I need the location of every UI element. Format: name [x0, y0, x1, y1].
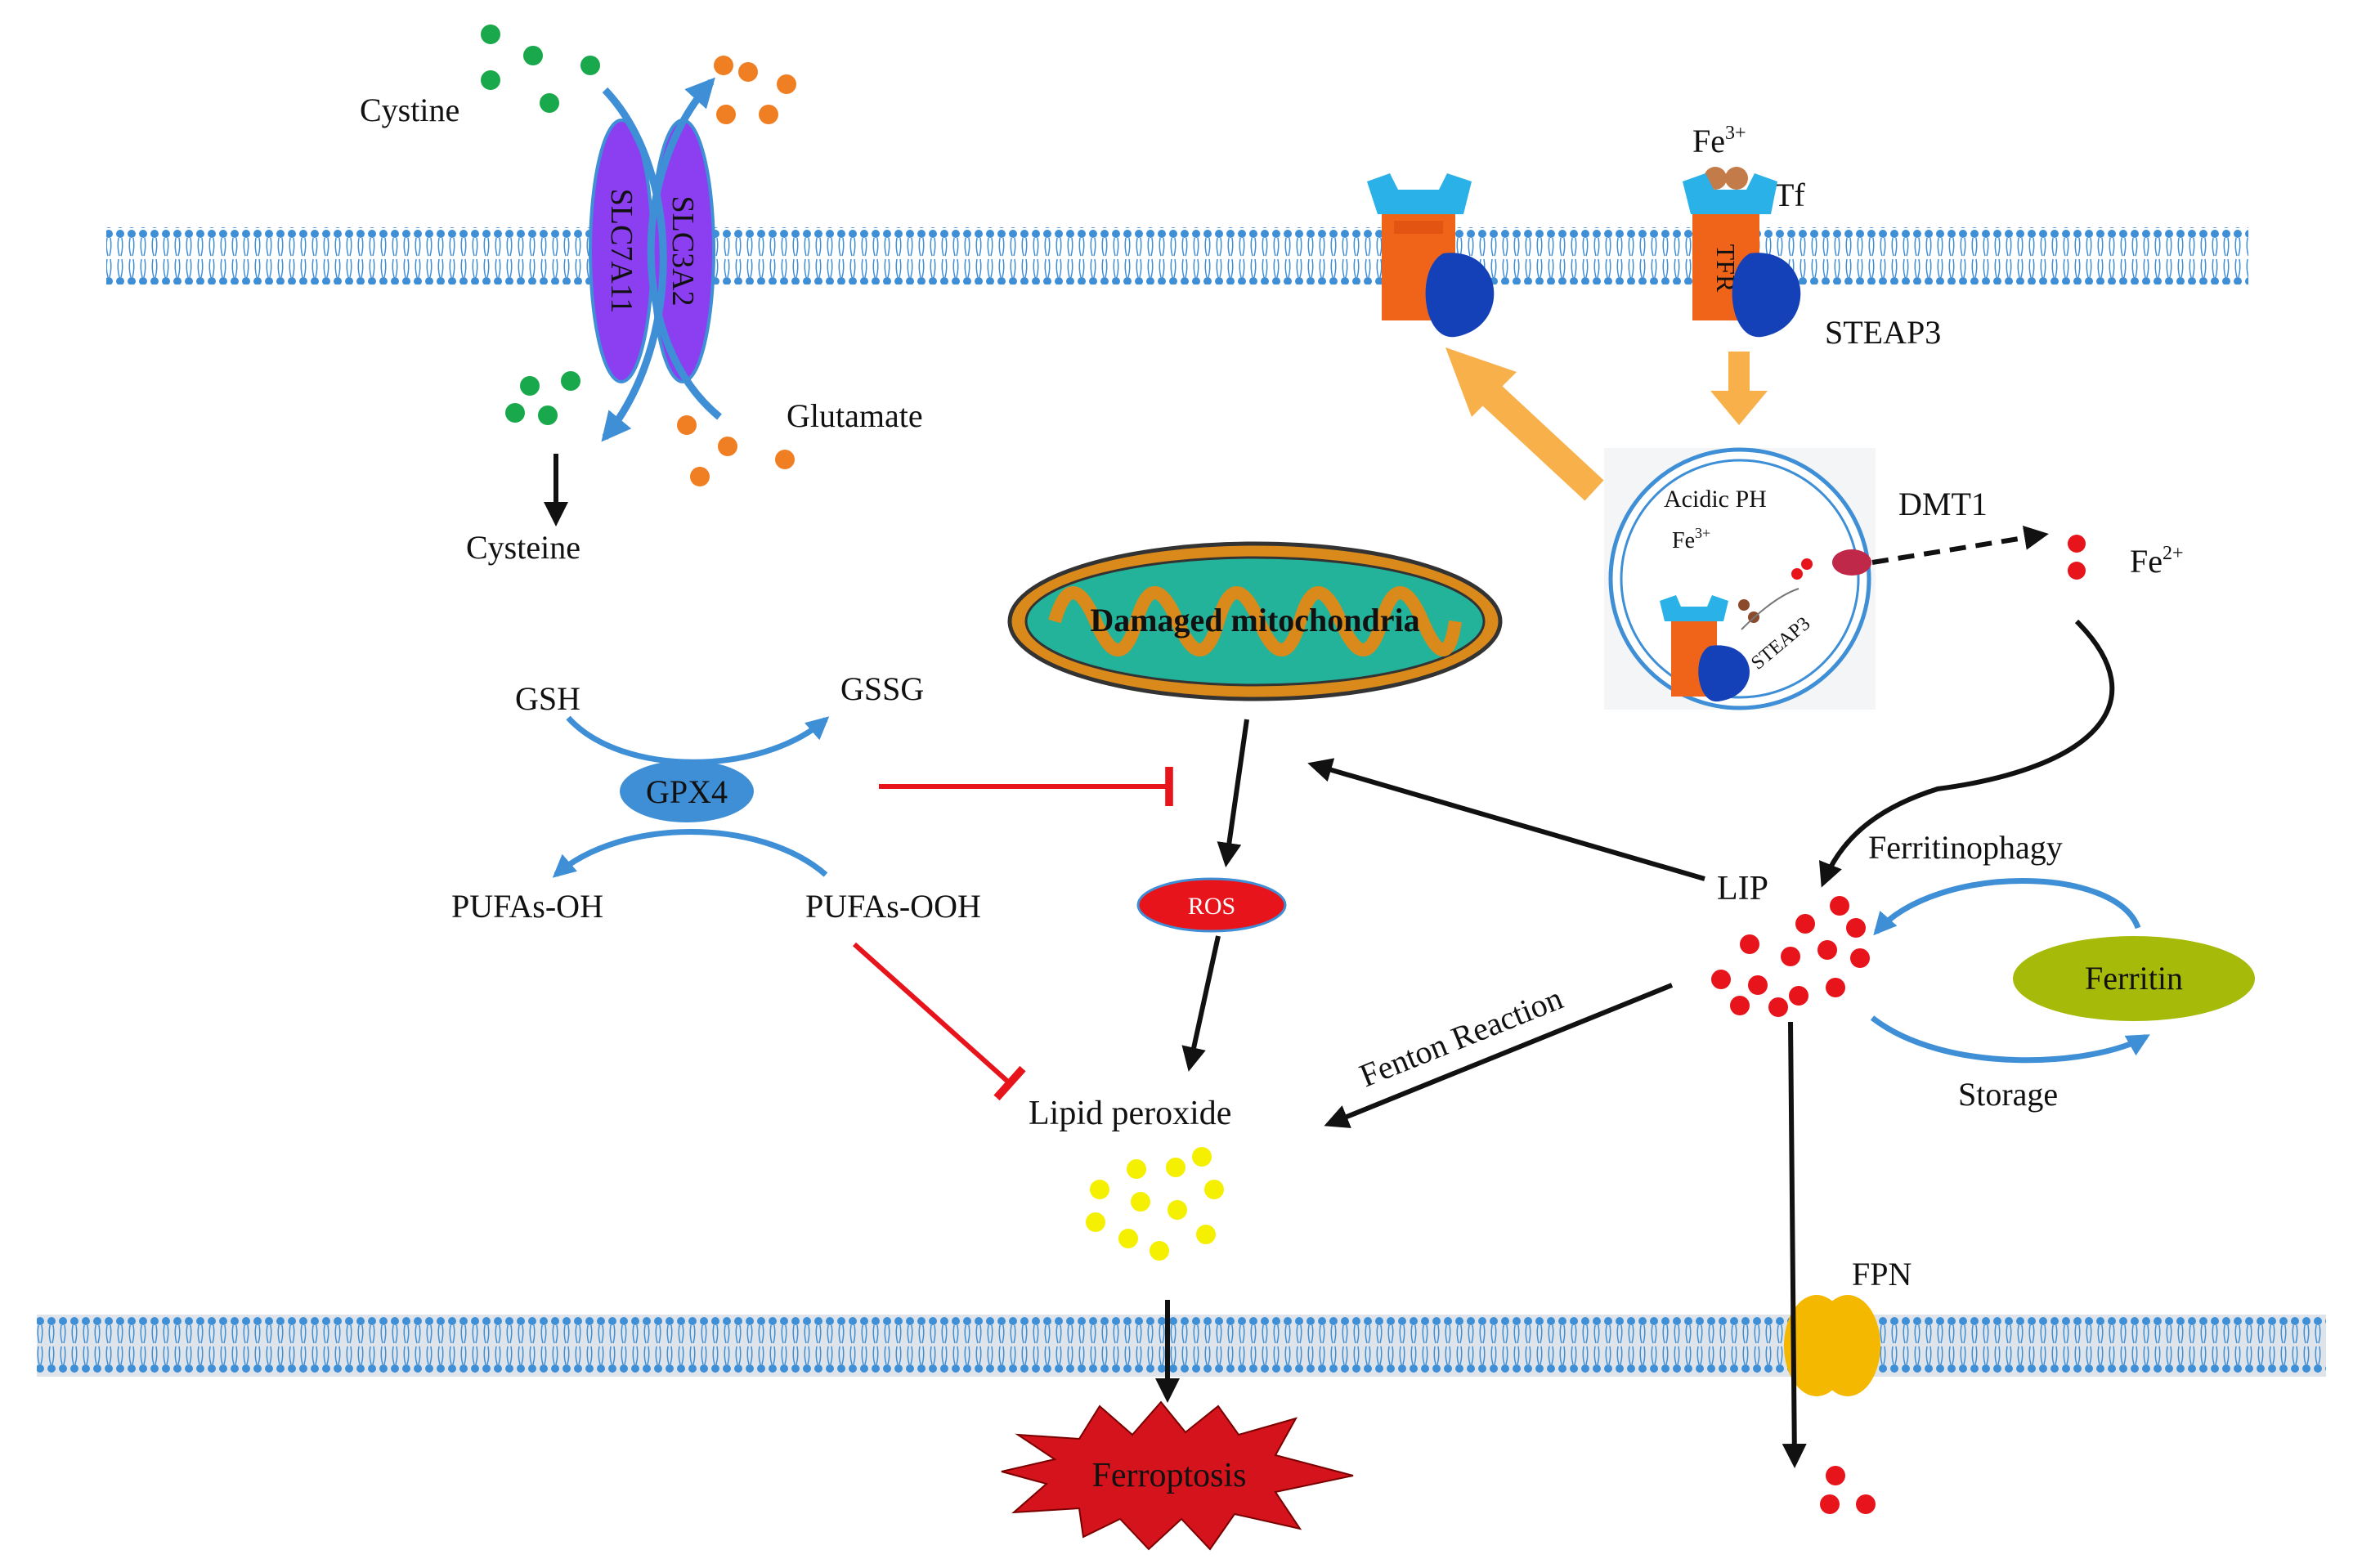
storage-label: Storage	[1958, 1076, 2058, 1113]
steap3-recycled	[1425, 253, 1495, 338]
dmt1-transport-arrow	[1871, 526, 2049, 565]
fpn-label: FPN	[1852, 1256, 1912, 1292]
top-membrane	[106, 227, 2248, 284]
slc7a11-label: SLC7A11	[604, 189, 639, 314]
fpn-transporter	[1784, 1295, 1880, 1396]
ferritinophagy-arrow	[1873, 878, 2141, 936]
fe2-label: Fe2+	[2130, 543, 2184, 580]
gpx4-enzyme	[620, 760, 754, 822]
cystine-label: Cystine	[360, 92, 459, 128]
ros-oval	[1136, 877, 1287, 933]
pufas-ooh-inhibits-lipid-peroxide	[852, 942, 1026, 1101]
ferroptosis-label: Ferroptosis	[1092, 1457, 1247, 1494]
ferritin-oval	[2013, 936, 2255, 1021]
tfr-receptor-recycled	[1367, 173, 1495, 338]
receptor-recycling-arrow	[1445, 347, 1604, 501]
cystine-dots	[481, 25, 600, 113]
lipid-peroxide-label: Lipid peroxide	[1029, 1095, 1231, 1132]
lip-iron-dots	[1711, 896, 1870, 1017]
cysteine-label: Cysteine	[466, 529, 580, 566]
ferroptosis-burst: Ferroptosis	[1001, 1400, 1354, 1551]
lip-to-mitochondria-arrow	[1307, 758, 1705, 881]
endocytosis-arrow	[1710, 352, 1768, 425]
bottom-membrane-lipids	[37, 1317, 2326, 1374]
fe3-tf-complex: Fe3+ Tf	[1692, 123, 1805, 213]
fe2-dots	[2068, 535, 2086, 580]
pufas-oh-label: PUFAs-OH	[451, 888, 603, 925]
glutamate-dots-inside	[677, 415, 795, 486]
glutamate-export-arrow	[647, 77, 722, 420]
ferritin-label: Ferritin	[2085, 960, 2183, 997]
ferritinophagy-label: Ferritinophagy	[1868, 829, 2063, 866]
steap3-label: STEAP3	[1825, 314, 1941, 351]
ros-to-lipid-peroxide-arrow	[1181, 935, 1221, 1072]
gpx4-label: GPX4	[646, 773, 728, 810]
gsh-to-gssg-arrow	[566, 715, 830, 765]
pufas-ooh-label: PUFAs-OOH	[805, 888, 981, 925]
tfr-receptor-surface: TFR	[1683, 173, 1801, 338]
fe3-label: Fe3+	[1692, 123, 1746, 159]
tf-label: Tf	[1774, 177, 1805, 213]
storage-arrow	[1870, 1015, 2150, 1064]
cystine-dots-inside	[505, 371, 580, 425]
pufas-ooh-to-oh-arrow	[552, 829, 828, 878]
endosome-fe3-label: Fe3+	[1672, 525, 1710, 553]
fenton-reaction-label: Fenton Reaction	[1355, 979, 1568, 1094]
dmt1-channel	[1832, 549, 1871, 576]
slc3a2-transporter: SLC3A2	[650, 119, 715, 383]
mitochondria-label: Damaged mitochondria	[1090, 602, 1419, 638]
dmt1-label: DMT1	[1898, 486, 1988, 522]
cystine-import-arrow	[601, 87, 667, 442]
iron-export-arrow	[1782, 1021, 1807, 1468]
fenton-reaction-arrow	[1324, 983, 1674, 1128]
mitochondria-to-ros-arrow	[1217, 719, 1249, 867]
ros-label: ROS	[1188, 893, 1235, 920]
endosome: Acidic PH Fe3+ STEAP3	[1604, 447, 1876, 710]
steap3-surface	[1732, 253, 1801, 338]
slc3a2-label: SLC3A2	[666, 195, 700, 306]
lipid-peroxide-dots	[1086, 1147, 1224, 1261]
acidic-ph-label: Acidic PH	[1664, 486, 1767, 513]
glutamate-label: Glutamate	[787, 397, 923, 434]
damaged-mitochondria: Damaged mitochondria	[1007, 541, 1503, 701]
gssg-label: GSSG	[840, 670, 924, 707]
glutamate-dots-outside	[714, 56, 796, 124]
exported-iron-dots	[1820, 1466, 1876, 1514]
fe2-to-lip-arrow	[1818, 619, 2115, 888]
lip-label: LIP	[1717, 870, 1768, 907]
gsh-label: GSH	[515, 680, 580, 717]
